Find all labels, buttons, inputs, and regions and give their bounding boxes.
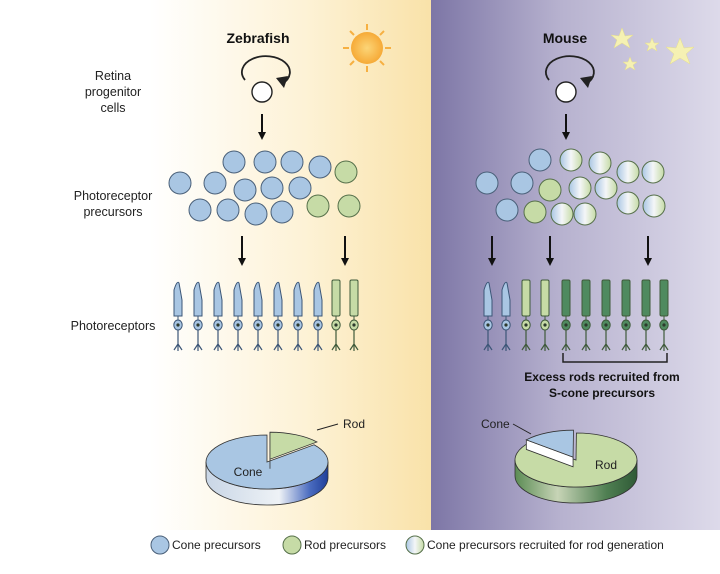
recruited-precursor-cell [573,202,597,226]
legend-cone-label: Cone precursors [172,538,261,552]
rod-photoreceptor [540,279,550,351]
rod-photoreceptor [641,279,651,351]
rod-photoreceptor [601,279,611,351]
cone-precursor-cell [233,178,257,202]
legend-recruited-swatch [405,535,425,555]
rod-precursor-cell [334,160,358,184]
zebrafish-precursor-cells [168,150,361,226]
recruited-precursor-cell [616,191,640,215]
legend: Cone precursors Rod precursors Cone prec… [150,535,664,555]
excess-rods-annotation-line1: Excess rods recruited from [524,370,679,384]
zebrafish-title: Zebrafish [226,30,289,46]
mouse-precursor-arrows [488,236,652,266]
cone-precursor-cell [288,176,312,200]
rod-photoreceptor [581,279,591,351]
progenitor-label-line2: progenitor [85,85,141,99]
photoreceptors-label: Photoreceptors [71,319,156,333]
zebrafish-pie-chart [205,431,329,506]
recruited-precursor-cell [641,160,665,184]
cone-photoreceptor [501,281,511,351]
rod-precursor-cell [337,194,361,218]
rod-photoreceptor [659,279,669,351]
cone-precursor-cell [280,150,304,174]
recruited-precursor-cell [616,160,640,184]
zebrafish-pie-cone-label: Cone [234,465,263,479]
cone-slice [205,434,329,490]
zebrafish-photoreceptor-cells [173,279,359,351]
zebrafish-progenitor-cell [241,55,291,103]
mouse-photoreceptor-cells [483,279,669,351]
cone-precursor-cell [308,155,332,179]
precursor-label-line2: precursors [83,205,142,219]
cone-precursor-cell [203,171,227,195]
cone-precursor-cell [222,150,246,174]
rod-photoreceptor [521,279,531,351]
stars-icon [610,27,695,71]
cone-photoreceptor [273,281,283,351]
recruited-precursor-cell [550,202,574,226]
cone-photoreceptor [233,281,243,351]
sun-icon [343,24,391,72]
cone-precursor-cell [168,171,192,195]
precursor-label-line1: Photoreceptor [74,189,153,203]
rod-precursor-cell [523,200,547,224]
excess-rods-bracket [562,353,668,363]
cone-precursor-cell [216,198,240,222]
progenitor-label-line1: Retina [95,69,131,83]
mouse-pie-cone-label: Cone [481,417,510,431]
legend-rod-label: Rod precursors [304,538,386,552]
mouse-cone-leader-line [512,423,532,435]
zebrafish-precursor-arrows [238,236,349,266]
cone-precursor-cell [270,200,294,224]
cone-precursor-cell [510,171,534,195]
progenitor-label-line3: cells [100,101,125,115]
cone-photoreceptor [253,281,263,351]
cone-photoreceptor [483,281,493,351]
mouse-precursor-cells [475,148,666,226]
cone-precursor-cell [244,202,268,226]
mouse-pie-rod-label: Rod [595,458,617,472]
mouse-night-background [431,0,720,530]
rod-precursor-cell [538,178,562,202]
cone-precursor-cell [188,198,212,222]
legend-recruited-label: Cone precursors recruited for rod genera… [427,538,664,552]
cone-photoreceptor [173,281,183,351]
rod-photoreceptor [621,279,631,351]
rod-precursor-cell [306,194,330,218]
cone-slice [525,429,574,458]
recruited-precursor-cell [642,194,666,218]
rod-slice [269,431,318,460]
cone-precursor-cell [528,148,552,172]
recruited-precursor-cell [594,176,618,200]
excess-rods-annotation-line2: S-cone precursors [549,386,655,400]
cone-photoreceptor [193,281,203,351]
cone-photoreceptor [293,281,303,351]
mouse-pie-chart [514,429,638,504]
rod-photoreceptor [331,279,341,351]
mouse-title: Mouse [543,30,588,46]
rod-photoreceptor [349,279,359,351]
cone-precursor-cell [495,198,519,222]
zebrafish-rod-leader-line [316,423,339,431]
rod-photoreceptor [561,279,571,351]
rod-slice [514,432,638,488]
cone-precursor-cell [475,171,499,195]
cone-photoreceptor [213,281,223,351]
cone-photoreceptor [313,281,323,351]
cone-precursor-cell [260,176,284,200]
recruited-precursor-cell [568,176,592,200]
recruited-precursor-cell [588,151,612,175]
mouse-progenitor-cell [545,55,595,103]
zebrafish-pie-rod-label: Rod [343,417,365,431]
legend-cone-swatch [150,535,170,555]
recruited-precursor-cell [559,148,583,172]
legend-rod-swatch [282,535,302,555]
cone-precursor-cell [253,150,277,174]
